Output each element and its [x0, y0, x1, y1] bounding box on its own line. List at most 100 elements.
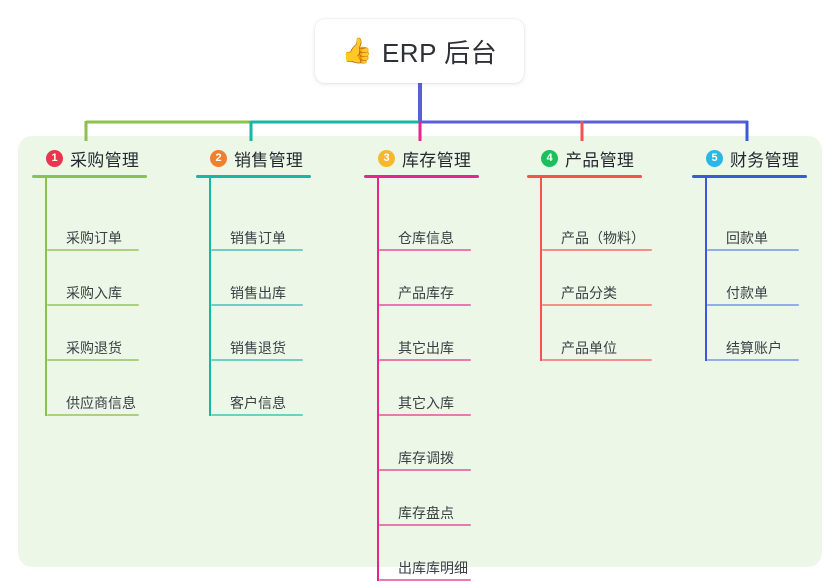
branch-spine-2 — [209, 178, 211, 416]
branches-panel — [18, 136, 822, 567]
leaf-item[interactable]: 采购订单 — [46, 178, 182, 251]
leaf-item[interactable]: 产品分类 — [541, 251, 677, 306]
leaf-underline — [707, 359, 799, 361]
leaf-item[interactable]: 产品库存 — [378, 251, 514, 306]
leaf-item[interactable]: 仓库信息 — [378, 178, 514, 251]
leaf-label: 产品库存 — [398, 285, 454, 301]
leaf-underline — [211, 359, 303, 361]
leaf-underline — [379, 524, 471, 526]
leaf-label: 产品单位 — [561, 340, 617, 356]
leaf-label: 销售订单 — [230, 230, 286, 246]
branch-leaf-list-1: 采购订单采购入库采购退货供应商信息 — [32, 178, 182, 416]
leaf-item[interactable]: 供应商信息 — [46, 361, 182, 416]
branch-leaf-list-3: 仓库信息产品库存其它出库其它入库库存调拨库存盘点出库库明细 — [364, 178, 514, 581]
leaf-label: 供应商信息 — [66, 395, 136, 411]
leaf-item[interactable]: 产品（物料） — [541, 178, 677, 251]
branch-leaf-list-4: 产品（物料） 产品分类产品单位 — [527, 178, 677, 361]
branch-column-5: 5 财务管理回款单付款单结算账户 — [692, 146, 839, 361]
root-node[interactable]: 👍 ERP 后台 — [315, 19, 524, 83]
leaf-label: 采购入库 — [66, 285, 122, 301]
leaf-item[interactable]: 结算账户 — [706, 306, 839, 361]
branch-badge-2: 2 — [210, 149, 227, 167]
leaf-label: 仓库信息 — [398, 230, 454, 246]
leaf-underline — [542, 249, 652, 251]
leaf-item[interactable]: 库存盘点 — [378, 471, 514, 526]
leaf-item[interactable]: 销售出库 — [210, 251, 346, 306]
branch-underline-4 — [527, 175, 642, 178]
branch-title-3: 库存管理 — [402, 150, 472, 170]
branch-badge-4: 4 — [541, 149, 558, 167]
leaf-item[interactable]: 其它出库 — [378, 306, 514, 361]
branch-badge-3: 3 — [378, 149, 395, 167]
branch-title-5: 财务管理 — [730, 150, 800, 170]
leaf-item[interactable]: 出库库明细 — [378, 526, 514, 581]
branch-title-4: 产品管理 — [565, 150, 635, 170]
leaf-label: 产品分类 — [561, 285, 617, 301]
branch-badge-1: 1 — [46, 149, 63, 167]
leaf-underline — [379, 414, 471, 416]
branch-title-2: 销售管理 — [234, 150, 304, 170]
leaf-label: 付款单 — [726, 285, 768, 301]
leaf-item[interactable]: 库存调拨 — [378, 416, 514, 471]
branch-underline-2 — [196, 175, 311, 178]
leaf-underline — [542, 304, 652, 306]
leaf-label: 库存调拨 — [398, 450, 454, 466]
branch-leaf-list-2: 销售订单销售出库销售退货客户信息 — [196, 178, 346, 416]
branch-underline-3 — [364, 175, 479, 178]
leaf-underline — [379, 249, 471, 251]
leaf-underline — [47, 359, 139, 361]
branch-header-2[interactable]: 2 销售管理 — [196, 146, 346, 170]
thumbs-up-icon: 👍 — [341, 36, 373, 65]
leaf-item[interactable]: 采购退货 — [46, 306, 182, 361]
leaf-label: 采购订单 — [66, 230, 122, 246]
leaf-underline — [379, 579, 471, 581]
leaf-label: 其它出库 — [398, 340, 454, 356]
branch-column-2: 2 销售管理销售订单销售出库销售退货客户信息 — [196, 146, 346, 416]
branch-header-1[interactable]: 1 采购管理 — [32, 146, 182, 170]
leaf-label: 采购退货 — [66, 340, 122, 356]
leaf-underline — [379, 304, 471, 306]
leaf-underline — [211, 414, 303, 416]
leaf-label: 库存盘点 — [398, 505, 454, 521]
leaf-underline — [47, 414, 139, 416]
leaf-underline — [211, 304, 303, 306]
leaf-underline — [707, 304, 799, 306]
branch-spine-3 — [377, 178, 379, 581]
branch-header-4[interactable]: 4 产品管理 — [527, 146, 677, 170]
branch-spine-4 — [540, 178, 542, 361]
branch-underline-1 — [32, 175, 147, 178]
leaf-item[interactable]: 其它入库 — [378, 361, 514, 416]
leaf-item[interactable]: 回款单 — [706, 178, 839, 251]
branch-spine-1 — [45, 178, 47, 416]
leaf-item[interactable]: 客户信息 — [210, 361, 346, 416]
leaf-item[interactable]: 产品单位 — [541, 306, 677, 361]
leaf-label: 销售出库 — [230, 285, 286, 301]
leaf-item[interactable]: 付款单 — [706, 251, 839, 306]
leaf-underline — [542, 359, 652, 361]
leaf-item[interactable]: 销售订单 — [210, 178, 346, 251]
branch-spine-5 — [705, 178, 707, 361]
branch-badge-5: 5 — [706, 149, 723, 167]
leaf-underline — [47, 304, 139, 306]
leaf-label: 产品（物料） — [561, 230, 645, 246]
branch-header-5[interactable]: 5 财务管理 — [692, 146, 839, 170]
leaf-label: 客户信息 — [230, 395, 286, 411]
branch-underline-5 — [692, 175, 807, 178]
leaf-item[interactable]: 销售退货 — [210, 306, 346, 361]
leaf-item[interactable]: 采购入库 — [46, 251, 182, 306]
branch-column-1: 1 采购管理采购订单采购入库采购退货供应商信息 — [32, 146, 182, 416]
leaf-underline — [47, 249, 139, 251]
branch-header-3[interactable]: 3 库存管理 — [364, 146, 514, 170]
leaf-underline — [707, 249, 799, 251]
leaf-label: 其它入库 — [398, 395, 454, 411]
leaf-underline — [379, 359, 471, 361]
branch-column-3: 3 库存管理仓库信息产品库存其它出库其它入库库存调拨库存盘点出库库明细 — [364, 146, 514, 581]
leaf-underline — [211, 249, 303, 251]
branch-title-1: 采购管理 — [70, 150, 140, 170]
branch-column-4: 4 产品管理产品（物料） 产品分类产品单位 — [527, 146, 677, 361]
root-node-title: ERP 后台 — [381, 37, 498, 68]
branch-leaf-list-5: 回款单付款单结算账户 — [692, 178, 839, 361]
leaf-label: 回款单 — [726, 230, 768, 246]
leaf-label: 出库库明细 — [398, 560, 468, 576]
